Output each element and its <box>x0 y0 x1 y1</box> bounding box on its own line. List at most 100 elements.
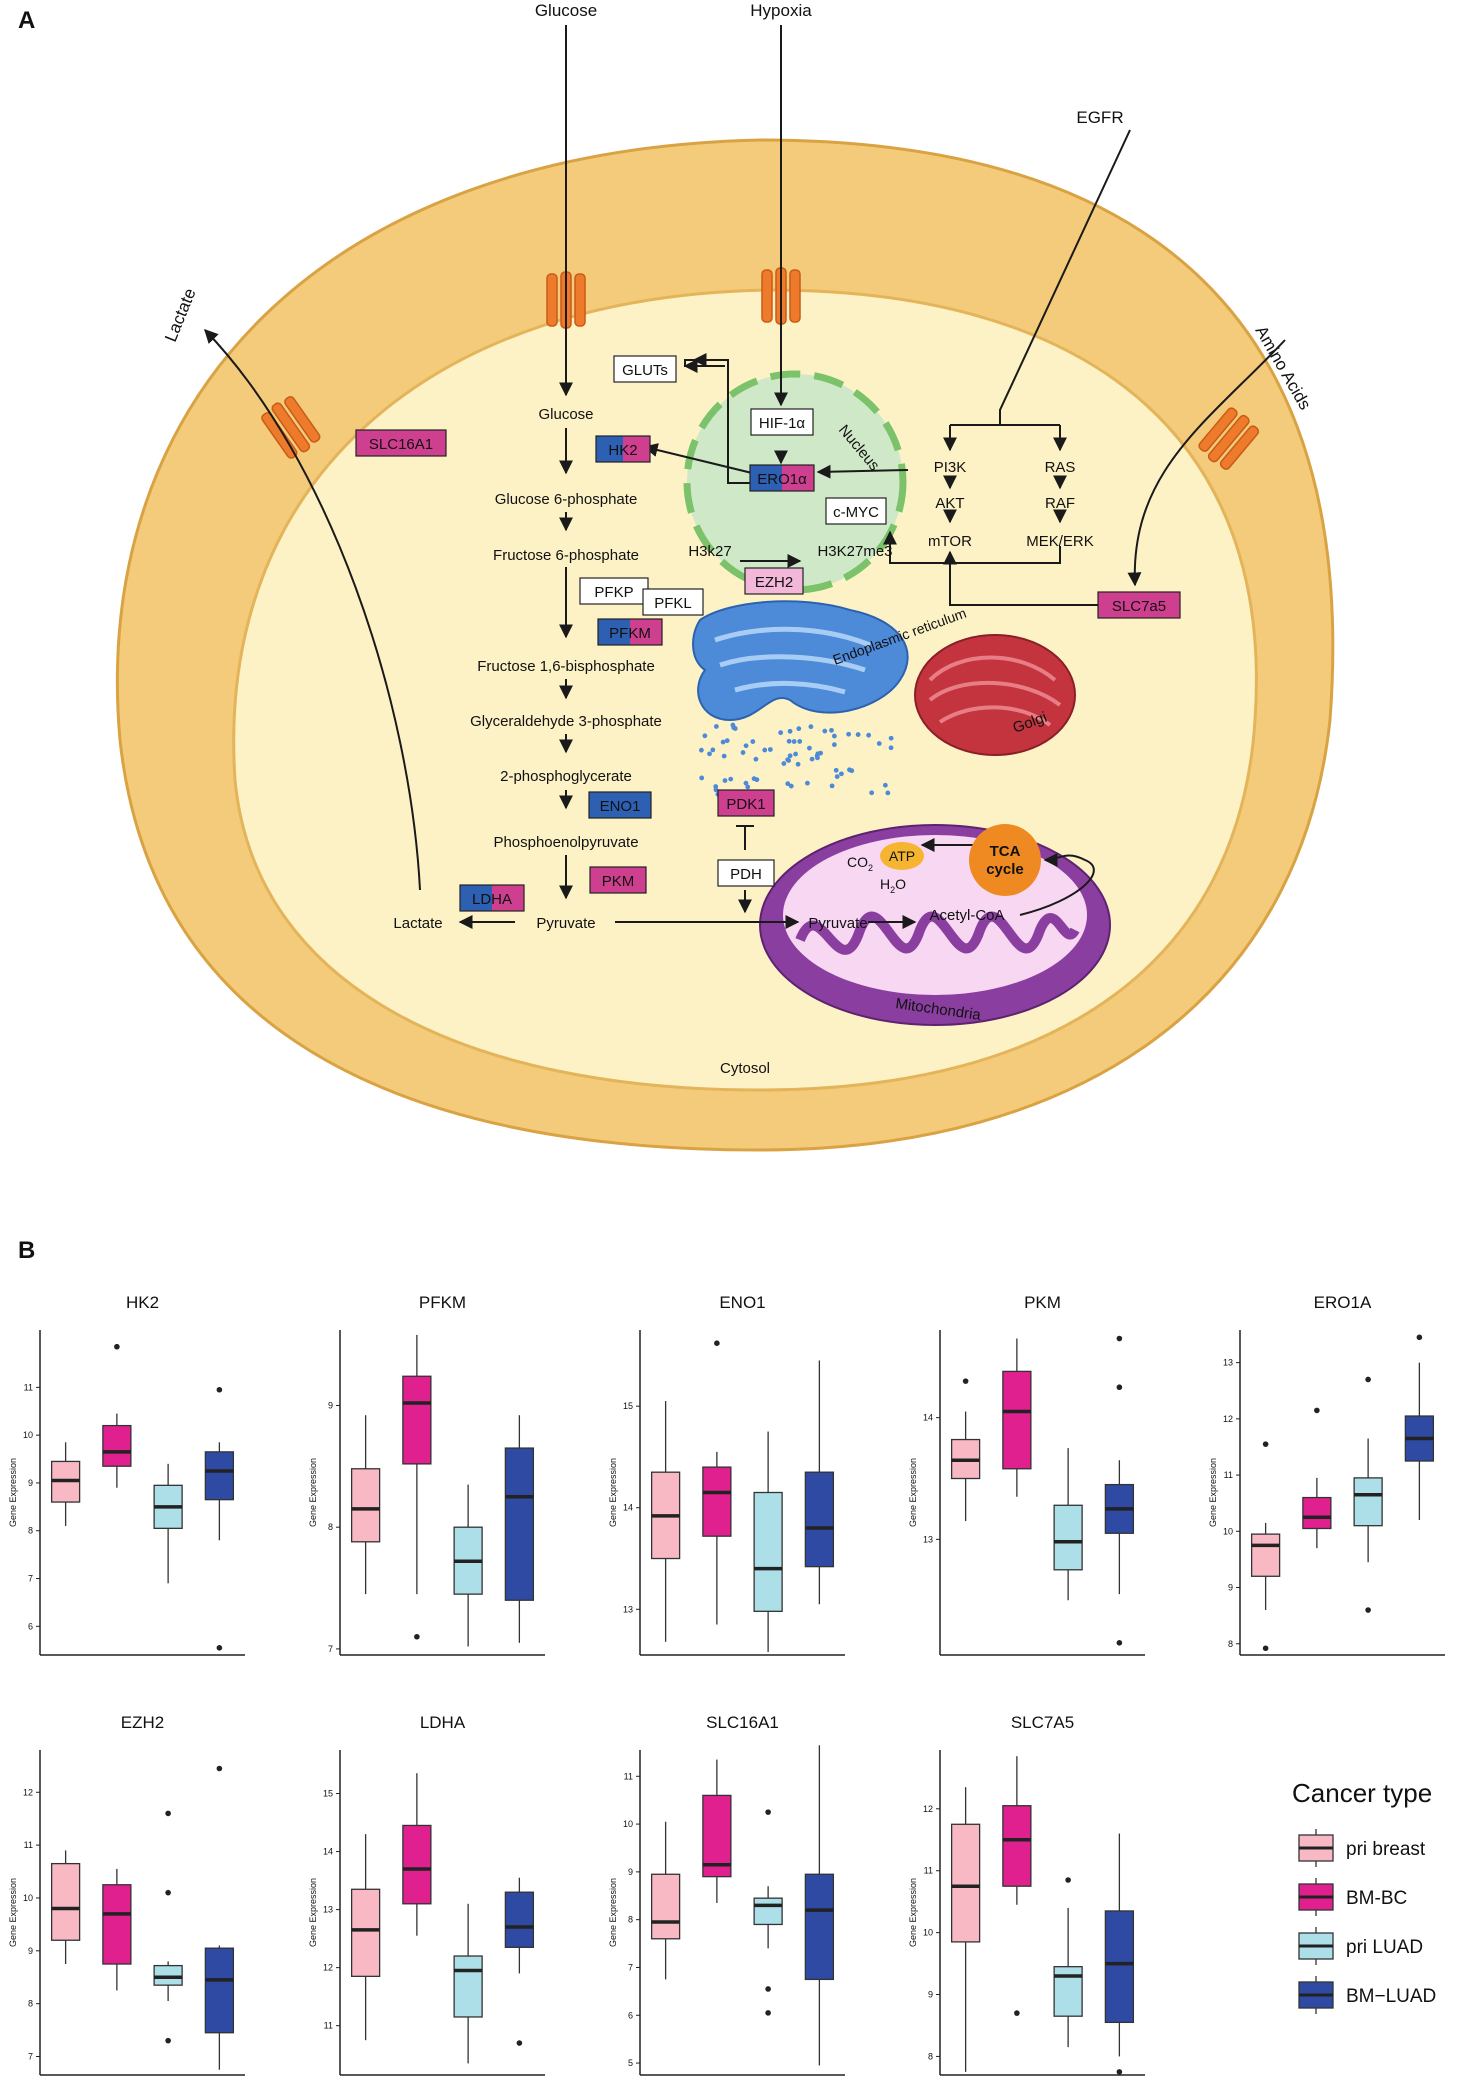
box <box>50 1862 81 1941</box>
y-tick-label: 12 <box>23 1787 33 1797</box>
ribosome-dot <box>788 783 794 789</box>
box <box>753 1491 783 1612</box>
box <box>1002 1370 1032 1470</box>
metabolite-label: Fructose 1,6-bisphosphate <box>477 658 655 675</box>
ribosome-dot <box>834 774 840 780</box>
y-axis-label: Gene Expression <box>608 1458 618 1527</box>
y-tick-label: 5 <box>628 2058 633 2068</box>
ribosome-dot <box>869 790 875 796</box>
atp-shape <box>880 842 924 870</box>
box <box>1002 1805 1032 1887</box>
box <box>650 1873 681 1940</box>
outlier-point <box>216 1765 223 1772</box>
ribosome-dot <box>846 731 852 737</box>
outlier-point <box>765 2010 771 2016</box>
y-tick-label: 13 <box>1223 1358 1233 1368</box>
y-tick-label: 7 <box>28 2052 33 2062</box>
y-axis-label: Gene Expression <box>1208 1458 1218 1527</box>
enzyme-ezh2: EZH2 <box>755 574 793 591</box>
ribosome-dot <box>839 771 844 777</box>
y-axis-label: Gene Expression <box>908 1458 918 1527</box>
ribosome-dot <box>808 724 814 730</box>
ribosome-dot <box>831 733 837 739</box>
ribosome-dot <box>866 732 872 738</box>
ribosome-dot <box>699 747 704 753</box>
outlier-point <box>1262 1645 1269 1652</box>
legend-label: pri LUAD <box>1346 1937 1423 1958</box>
ribosome-dot <box>876 741 882 746</box>
y-tick-label: 8 <box>328 1522 333 1532</box>
y-tick-label: 9 <box>1228 1583 1233 1593</box>
chart-title: ENO1 <box>719 1293 765 1312</box>
ribosome-dot <box>722 778 728 783</box>
ribosome-dot <box>699 775 705 781</box>
ribosome-dot <box>855 732 861 737</box>
ras-label: RAS <box>1045 459 1076 476</box>
enzyme-slc16a1: SLC16A1 <box>369 436 433 453</box>
enzyme-pkm: PKM <box>602 873 635 890</box>
hif-label: HIF-1α <box>759 415 806 432</box>
enzyme-hk2: HK2 <box>608 442 637 459</box>
y-tick-label: 7 <box>628 1962 633 1972</box>
ribosome-dot <box>745 784 751 790</box>
legend-item: pri breast <box>1298 1829 1426 1867</box>
ribosome-dot <box>829 783 835 789</box>
ribosome-dot <box>847 767 852 773</box>
channel-icon <box>261 396 321 459</box>
box <box>804 1471 835 1568</box>
ribosome-dot <box>751 776 757 782</box>
box <box>804 1873 835 1981</box>
outlier-point <box>1014 2010 1020 2016</box>
metabolite-label: Glyceraldehyde 3-phosphate <box>470 713 662 730</box>
enzyme-pfkl: PFKL <box>654 595 692 612</box>
ribosome-dot <box>743 780 749 786</box>
enzyme-pfkm: PFKM <box>609 625 651 642</box>
ribosome-dot <box>762 747 768 753</box>
outlier-point <box>1262 1441 1269 1447</box>
mek-erk-label: MEK/ERK <box>1026 533 1094 550</box>
ribosome-dot <box>785 781 791 787</box>
ribosome-dot <box>740 750 746 755</box>
enzyme-eno1: ENO1 <box>600 798 641 815</box>
y-tick-label: 13 <box>923 1534 933 1544</box>
enzyme-ldha: LDHA <box>472 891 512 908</box>
ribosome-dot <box>791 739 797 744</box>
ribosome-dot <box>778 730 784 736</box>
outlier-point <box>1116 1640 1123 1646</box>
outlier-point <box>516 2040 523 2046</box>
outlier-point <box>1065 1877 1071 1883</box>
outlier-point <box>962 1378 969 1384</box>
legend-title: Cancer type <box>1292 1778 1432 1808</box>
y-tick-label: 11 <box>324 2021 333 2031</box>
ribosome-dot <box>815 755 820 761</box>
metabolite-label: Glucose <box>538 406 593 423</box>
ribosome-dot <box>796 726 802 732</box>
outlier-point <box>714 1340 720 1347</box>
ribosome-dots <box>699 722 894 797</box>
box <box>453 1955 483 2018</box>
ribosome-dot <box>807 745 812 751</box>
y-tick-label: 12 <box>323 1963 333 1973</box>
ribosome-dot <box>829 727 834 733</box>
outlier-point <box>216 1386 223 1393</box>
enzyme-pdk1: PDK1 <box>726 796 765 813</box>
tca-label: TCA <box>990 843 1021 860</box>
h3k27me3-label: H3K27me3 <box>817 543 892 560</box>
ribosome-dot <box>743 743 749 749</box>
ribosome-dot <box>750 739 756 744</box>
pathway-arrows <box>204 25 1286 929</box>
panel-a-label: A <box>18 7 35 34</box>
chart-title: PKM <box>1024 1293 1061 1312</box>
box <box>1104 1910 1135 2024</box>
box <box>402 1824 432 1905</box>
box <box>402 1375 432 1465</box>
ribosome-dot <box>724 738 730 744</box>
panel-b-label: B <box>18 1237 35 1264</box>
chart-title: PFKM <box>419 1293 466 1312</box>
enzyme-boxes: SLC16A1 HK2 PFKP PFKL PFKM ENO1 PKM LDHA… <box>355 355 1181 912</box>
